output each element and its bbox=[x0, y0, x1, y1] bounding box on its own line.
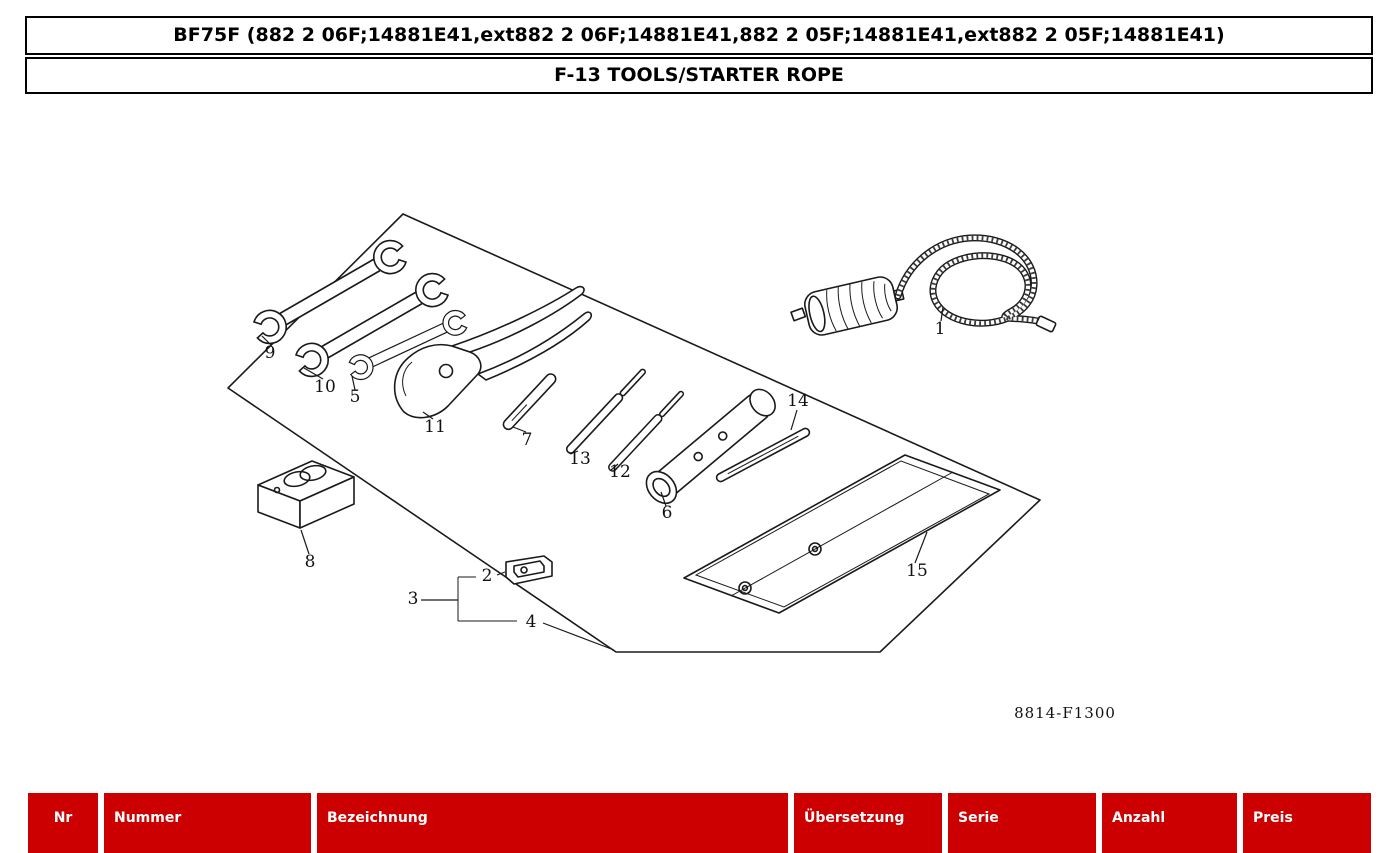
part-leader-line-15 bbox=[914, 531, 928, 564]
callout-bracket bbox=[457, 576, 517, 622]
part-leader-line-6 bbox=[660, 491, 667, 507]
flat-blade-tool bbox=[502, 373, 557, 431]
part-leader-line-1 bbox=[940, 306, 944, 322]
part-leader-line-14 bbox=[790, 409, 798, 431]
part-label-4: 4 bbox=[526, 612, 537, 632]
starter-rope bbox=[790, 238, 1057, 336]
part-label-8: 8 bbox=[305, 552, 316, 572]
starter-grip bbox=[803, 276, 905, 336]
table-column-header: Nummer bbox=[104, 793, 311, 853]
part-label-11: 11 bbox=[424, 417, 446, 437]
pouch-snap-button bbox=[808, 542, 822, 556]
page-header: BF75F (882 2 06F;14881E41,ext882 2 06F;1… bbox=[25, 16, 1373, 94]
table-column-header: Nr bbox=[28, 793, 98, 853]
part-leader-line-12 bbox=[610, 463, 619, 471]
table-column-header: Anzahl bbox=[1102, 793, 1237, 853]
part-leader-line-9 bbox=[261, 335, 272, 346]
part-leader-line-10 bbox=[303, 367, 324, 380]
tool-pouch bbox=[683, 454, 1001, 614]
rope-end-ferrule bbox=[1035, 315, 1057, 333]
part-leader-line-2 bbox=[496, 571, 506, 576]
pliers bbox=[393, 285, 592, 419]
part-leader-line-8 bbox=[300, 529, 310, 555]
part-label-12: 12 bbox=[609, 462, 631, 482]
part-leader-line-5 bbox=[351, 375, 356, 391]
part-leader-line-4 bbox=[542, 622, 615, 651]
table-column-header: Serie bbox=[948, 793, 1096, 853]
part-label-9: 9 bbox=[265, 343, 276, 363]
part-label-5: 5 bbox=[350, 387, 361, 407]
page-title: BF75F (882 2 06F;14881E41,ext882 2 06F;1… bbox=[25, 16, 1373, 55]
page-subtitle: F-13 TOOLS/STARTER ROPE bbox=[25, 57, 1373, 94]
part-label-1: 1 bbox=[935, 319, 946, 339]
rope-clip bbox=[505, 555, 553, 585]
box-spanner bbox=[645, 388, 776, 505]
table-column-header: Preis bbox=[1243, 793, 1371, 853]
table-column-header: Übersetzung bbox=[794, 793, 942, 853]
part-label-13: 13 bbox=[569, 449, 591, 469]
small-parts-case bbox=[257, 460, 355, 529]
wrench-9 bbox=[242, 228, 418, 356]
diagram-code: 8814-F1300 bbox=[1014, 704, 1116, 722]
tommy-bar bbox=[715, 427, 811, 483]
part-label-3: 3 bbox=[408, 589, 419, 609]
part-label-7: 7 bbox=[522, 430, 533, 450]
part-label-2: 2 bbox=[482, 566, 493, 586]
part-leader-line-11 bbox=[422, 411, 434, 420]
part-label-14: 14 bbox=[787, 391, 809, 411]
part-leader-line-7 bbox=[512, 426, 527, 433]
part-label-15: 15 bbox=[906, 561, 928, 581]
part-label-6: 6 bbox=[662, 503, 673, 523]
part-leader-line-13 bbox=[569, 450, 579, 455]
table-column-header: Bezeichnung bbox=[317, 793, 788, 853]
part-label-10: 10 bbox=[314, 377, 336, 397]
pouch-snap-button bbox=[738, 581, 752, 595]
kit-boundary-outline bbox=[227, 213, 1041, 653]
